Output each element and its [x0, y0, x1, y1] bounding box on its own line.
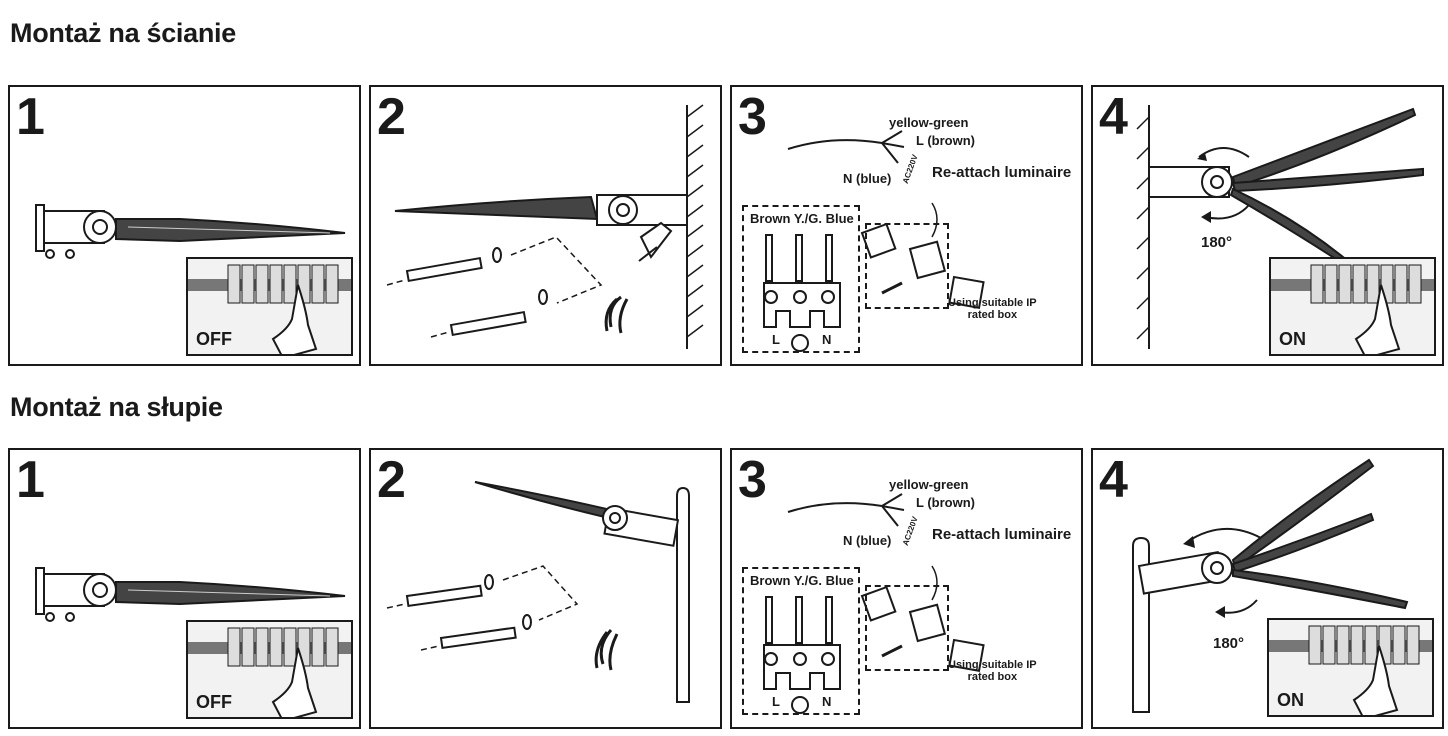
breaker-panel-icon	[1269, 625, 1432, 715]
label-yellow-green: yellow-green	[889, 477, 969, 492]
label-ip-box: Using suitable IP rated box	[948, 297, 1037, 322]
label-l-brown: L (brown)	[916, 495, 975, 510]
rotation-label: 180°	[1213, 635, 1245, 652]
terminal-label-n: N	[822, 332, 832, 347]
wiring-box-title: Brown Y./G. Blue	[750, 211, 854, 226]
pole-step-2-panel: 2	[369, 448, 722, 729]
luminaire-illustration	[35, 204, 346, 259]
label-n-blue: N (blue)	[843, 533, 892, 548]
wall-step-1-panel: 1 OFF	[8, 85, 361, 366]
switch-state-on: ON	[1277, 690, 1304, 710]
switch-state-off: OFF	[196, 329, 232, 349]
breaker-inset: ON	[1269, 257, 1436, 356]
rotate-luminaire-illustration	[1136, 105, 1424, 349]
switch-state-off: OFF	[196, 692, 232, 712]
label-reattach: Re-attach luminaire	[932, 526, 1072, 543]
breaker-panel-icon	[188, 264, 351, 354]
pole-mount-illustration	[386, 481, 690, 703]
wall-step-3-panel: 3 yellow-green L (brown) N (blue) AC220V…	[730, 85, 1083, 366]
section-title-wall: Montaż na ścianie	[10, 18, 236, 48]
breaker-panel-icon	[188, 627, 351, 717]
terminal-label-l: L	[772, 332, 780, 347]
pole-step-3-panel: 3 yellow-green L (brown) N (blue) AC220V…	[730, 448, 1083, 729]
wall-step-4-panel: 4 180° ON	[1091, 85, 1444, 366]
wiring-terminal-box: Brown Y./G. Blue L N	[742, 567, 860, 715]
step-number: 1	[16, 88, 45, 146]
breaker-panel-icon	[1271, 264, 1434, 354]
step-number: 1	[16, 451, 45, 509]
luminaire-illustration	[35, 567, 346, 622]
pole-step-4-panel: 4 180° ON	[1091, 448, 1444, 729]
wiring-box-title: Brown Y./G. Blue	[750, 573, 854, 588]
wall-mount-illustration	[386, 104, 704, 349]
label-yellow-green: yellow-green	[889, 115, 969, 130]
terminal-block-icon	[763, 234, 841, 352]
rotate-luminaire-illustration	[1132, 458, 1409, 713]
rotation-label: 180°	[1201, 234, 1233, 251]
terminal-label-n: N	[822, 694, 832, 709]
breaker-inset: OFF	[186, 257, 353, 356]
wiring-terminal-box: Brown Y./G. Blue L N	[742, 205, 860, 353]
pole-step-1-panel: 1 OFF	[8, 448, 361, 729]
wiring-illustration	[787, 130, 985, 309]
breaker-inset: ON	[1267, 618, 1434, 717]
tool-detail-box	[865, 223, 949, 309]
switch-state-on: ON	[1279, 329, 1306, 349]
wiring-illustration	[787, 493, 985, 672]
terminal-label-l: L	[772, 694, 780, 709]
step-number: 2	[377, 451, 406, 509]
label-n-blue: N (blue)	[843, 171, 892, 186]
terminal-block-icon	[763, 596, 841, 714]
label-reattach: Re-attach luminaire	[932, 164, 1072, 181]
step-number: 3	[738, 88, 767, 146]
step-number: 3	[738, 451, 767, 509]
section-title-pole: Montaż na słupie	[10, 392, 223, 422]
label-l-brown: L (brown)	[916, 133, 975, 148]
tool-detail-box	[865, 585, 949, 671]
label-ip-box: Using suitable IP rated box	[948, 659, 1037, 684]
step-number: 4	[1099, 451, 1128, 509]
wall-step-2-panel: 2	[369, 85, 722, 366]
breaker-inset: OFF	[186, 620, 353, 719]
step-number: 2	[377, 88, 406, 146]
step-number: 4	[1099, 88, 1128, 146]
